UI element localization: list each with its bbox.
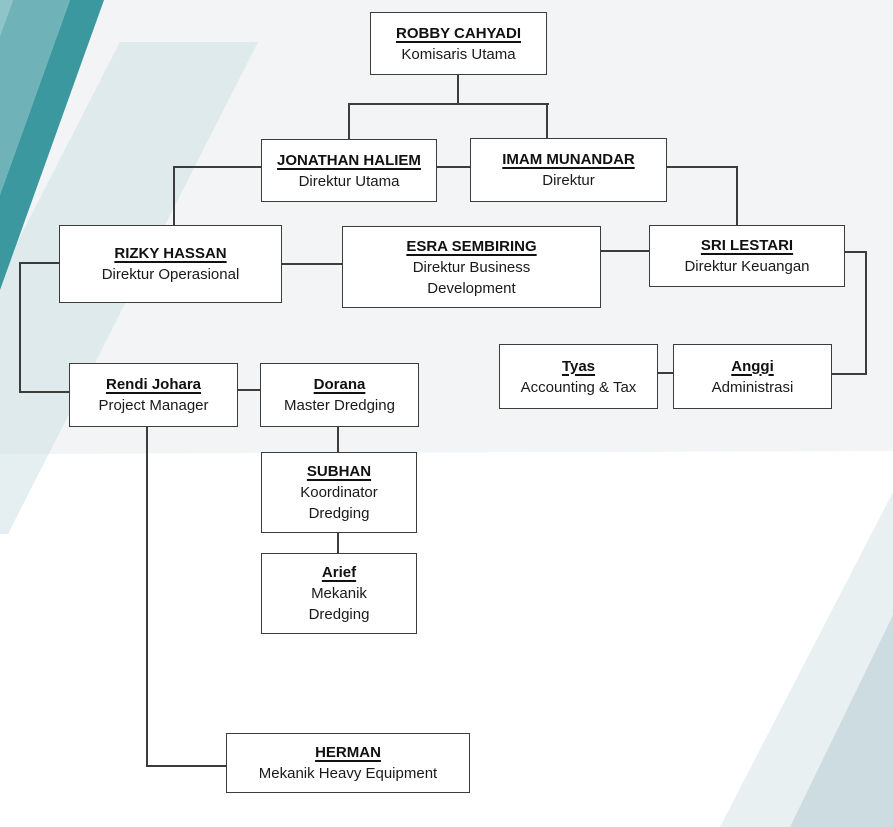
person-role: Direktur <box>542 172 595 189</box>
person-name: Anggi <box>731 357 774 375</box>
person-name: SRI LESTARI <box>700 237 794 254</box>
org-node-rendi-johara: Rendi Johara Project Manager <box>69 363 238 427</box>
connector-line <box>844 251 867 253</box>
connector-line <box>457 75 459 105</box>
person-name: Arief <box>321 564 357 581</box>
person-role: Administrasi <box>711 378 794 396</box>
connector-line <box>19 262 60 264</box>
connector-line <box>599 250 650 252</box>
org-node-subhan: SUBHAN Koordinator Dredging <box>261 452 417 533</box>
person-role: Direktur Keuangan <box>684 258 810 275</box>
org-node-imam-munandar: IMAM MUNANDAR Direktur <box>470 138 667 202</box>
org-node-jonathan-haliem: JONATHAN HALIEM Direktur Utama <box>261 139 437 202</box>
connector-line <box>281 263 343 265</box>
connector-line <box>146 426 148 767</box>
person-name: Tyas <box>561 357 596 375</box>
org-node-rizky-hassan: RIZKY HASSAN Direktur Operasional <box>59 225 282 303</box>
connector-line <box>173 166 175 227</box>
person-role: Mekanik Dredging <box>308 585 370 623</box>
person-role: Koordinator Dredging <box>300 484 378 522</box>
connector-line <box>237 389 261 391</box>
org-node-robby-cahyadi: ROBBY CAHYADI Komisaris Utama <box>370 12 547 75</box>
person-name: JONATHAN HALIEM <box>277 151 421 169</box>
person-name: RIZKY HASSAN <box>114 245 227 262</box>
connector-line <box>736 166 738 227</box>
org-node-anggi: Anggi Administrasi <box>673 344 832 409</box>
person-role: Komisaris Utama <box>401 45 516 63</box>
person-name: IMAM MUNANDAR <box>502 151 635 168</box>
org-node-esra-sembiring: ESRA SEMBIRING Direktur Business Develop… <box>342 226 601 308</box>
connector-line <box>348 103 350 141</box>
person-name: SUBHAN <box>306 463 372 480</box>
person-role: Mekanik Heavy Equipment <box>258 765 438 782</box>
connector-line <box>546 103 548 140</box>
person-role: Direktur Operasional <box>101 266 240 283</box>
connector-line <box>348 103 549 105</box>
person-name: Rendi Johara <box>105 376 202 393</box>
person-name: ESRA SEMBIRING <box>406 237 537 255</box>
connector-line <box>19 391 70 393</box>
person-name: HERMAN <box>315 744 381 761</box>
org-node-sri-lestari: SRI LESTARI Direktur Keuangan <box>649 225 845 287</box>
org-node-herman: HERMAN Mekanik Heavy Equipment <box>226 733 470 793</box>
connector-line <box>337 532 339 554</box>
connector-line <box>865 251 867 375</box>
person-role: Accounting & Tax <box>520 378 637 396</box>
connector-line <box>337 426 339 453</box>
org-node-dorana: Dorana Master Dredging <box>260 363 419 427</box>
connector-line <box>19 262 21 393</box>
connector-line <box>146 765 228 767</box>
person-role: Project Manager <box>98 397 209 414</box>
person-name: ROBBY CAHYADI <box>395 24 522 42</box>
person-name: Dorana <box>313 376 366 393</box>
person-role: Direktur Business Development <box>412 258 531 297</box>
connector-line <box>657 372 674 374</box>
person-role: Master Dredging <box>284 397 395 414</box>
org-node-tyas: Tyas Accounting & Tax <box>499 344 658 409</box>
org-node-arief: Arief Mekanik Dredging <box>261 553 417 634</box>
person-role: Direktur Utama <box>298 172 400 190</box>
connector-line <box>831 373 867 375</box>
